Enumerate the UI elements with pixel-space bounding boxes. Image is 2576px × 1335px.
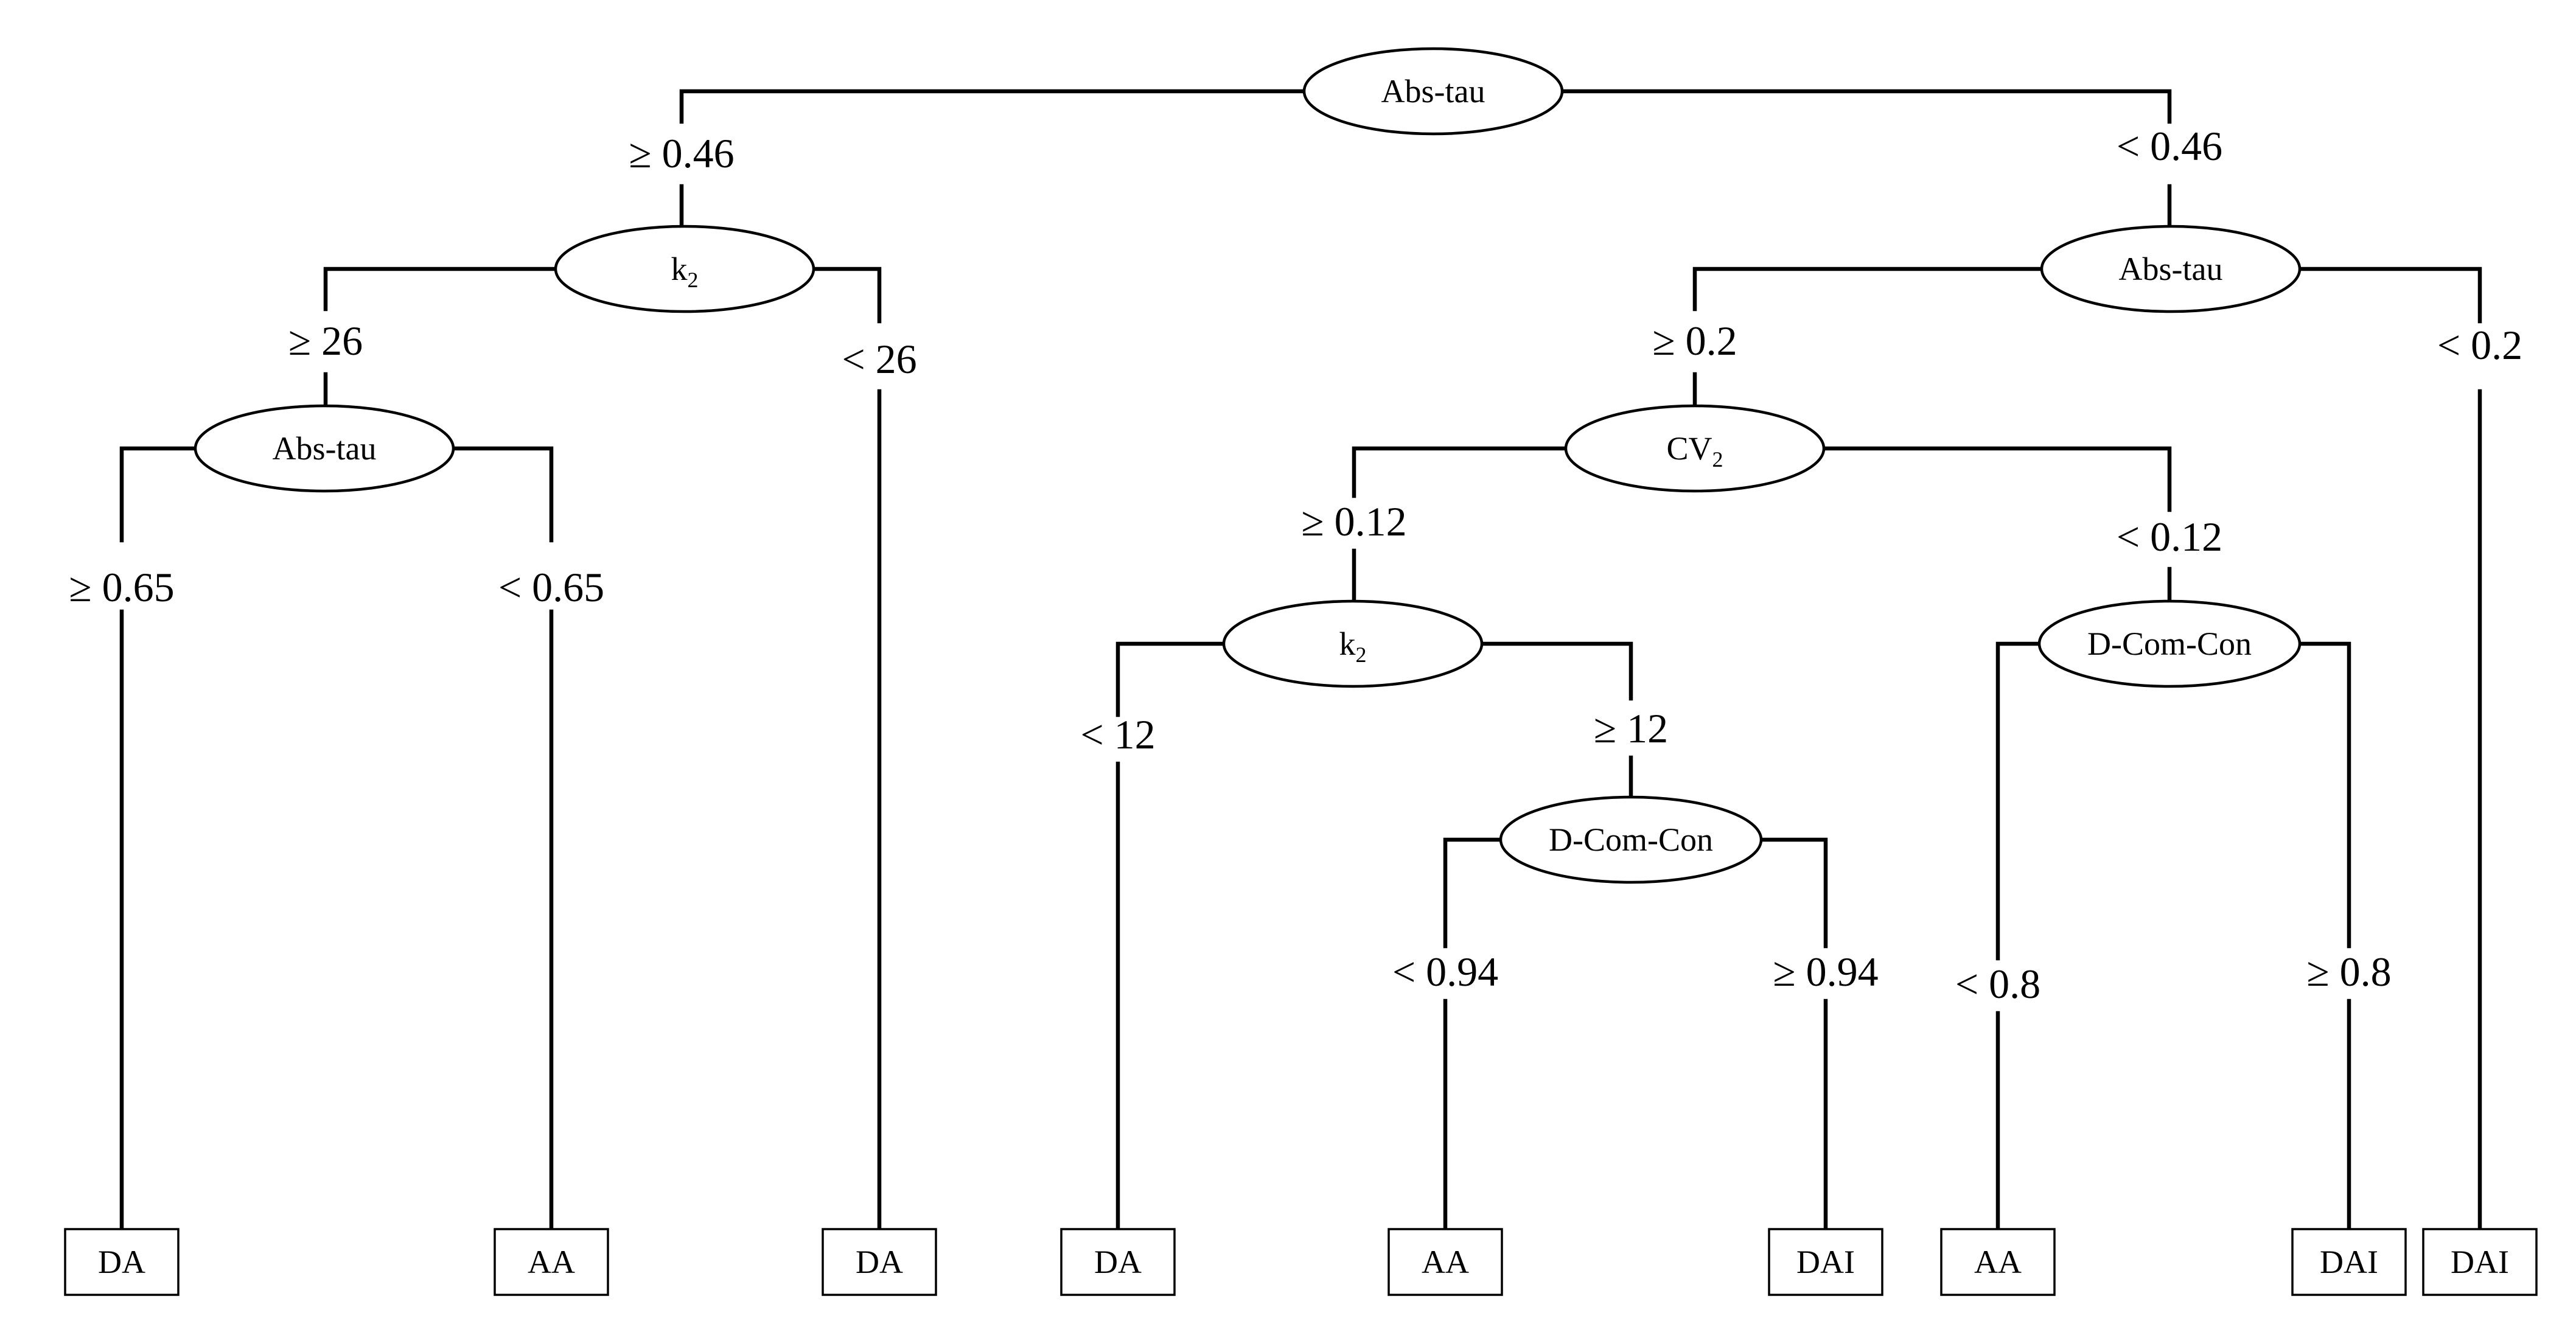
node-d-com-con-middle-label: D-Com-Con xyxy=(1549,821,1713,858)
node-k2-middle-label: k2 xyxy=(1339,626,1367,667)
node-root-label: Abs-tau xyxy=(1381,73,1485,110)
node-cv2: CV2 xyxy=(1564,404,1826,493)
edge-dcc2-left xyxy=(1995,641,2042,961)
node-abs-tau-right: Abs-tau xyxy=(2040,225,2302,313)
node-abs-tau-lower-left-label: Abs-tau xyxy=(273,430,377,467)
leaf-9-label: DAI xyxy=(2451,1244,2509,1280)
node-k2-middle-ellipse xyxy=(1222,599,1484,688)
leaf-4-label: DA xyxy=(1094,1244,1142,1280)
edge-root-left xyxy=(679,89,1311,124)
leaf-3-label: DA xyxy=(856,1244,903,1280)
condition-dcc2-left: < 0.8 xyxy=(1955,961,2040,1007)
edge-dcc2-right xyxy=(2297,641,2351,949)
edge-absc-left xyxy=(1692,267,2045,312)
edge-dcc1-right xyxy=(1758,837,1828,949)
condition-dcc1-left: < 0.94 xyxy=(1392,949,1498,995)
node-k2-left-label: k2 xyxy=(671,251,699,292)
leaf-8-box xyxy=(2291,1228,2407,1296)
edge-k2a-left xyxy=(323,267,559,312)
edge-cv2-right xyxy=(1821,446,2172,512)
node-abs-tau-lower-left-ellipse xyxy=(194,404,455,493)
edge-root-right xyxy=(1555,89,2172,124)
edge-absc-right xyxy=(2297,267,2482,324)
condition-root-left: ≥ 0.46 xyxy=(629,130,734,176)
node-root-ellipse xyxy=(1302,47,1564,136)
leaf-1-label: DA xyxy=(98,1244,145,1280)
edge-k2b-left xyxy=(1115,641,1226,717)
leaf-nodes: DA AA DA DA AA DAI AA DAI xyxy=(64,1228,2538,1296)
leaf-7-box xyxy=(1940,1228,2056,1296)
leaf-7-label: AA xyxy=(1974,1244,2022,1280)
edge-k2b-right xyxy=(1481,641,1633,701)
node-d-com-con-middle-ellipse xyxy=(1499,795,1763,884)
condition-absb-right: < 0.65 xyxy=(498,564,604,610)
condition-k2a-left: ≥ 26 xyxy=(288,318,363,364)
node-abs-tau-right-label: Abs-tau xyxy=(2119,251,2223,287)
leaf-4-box xyxy=(1060,1228,1176,1296)
node-d-com-con-middle: D-Com-Con xyxy=(1499,795,1763,884)
condition-cv2-left: ≥ 0.12 xyxy=(1301,498,1406,545)
node-abs-tau-lower-left: Abs-tau xyxy=(194,404,455,493)
leaf-9: DAI xyxy=(2422,1228,2538,1296)
node-k2-left: k2 xyxy=(554,225,815,313)
node-d-com-con-right: D-Com-Con xyxy=(2037,599,2302,688)
condition-k2b-right: ≥ 12 xyxy=(1594,705,1668,751)
node-cv2-ellipse xyxy=(1564,404,1826,493)
leaf-3-box xyxy=(822,1228,937,1296)
node-d-com-con-right-label: D-Com-Con xyxy=(2087,626,2252,662)
node-k2-left-ellipse xyxy=(554,225,815,313)
edge-cv2-left xyxy=(1352,446,1568,498)
leaf-5-box xyxy=(1387,1228,1503,1296)
edge-dcc1-left xyxy=(1443,837,1503,949)
condition-dcc1-right: ≥ 0.94 xyxy=(1773,949,1878,995)
leaf-7: AA xyxy=(1940,1228,2056,1296)
edge-k2a-right xyxy=(810,267,882,324)
condition-k2a-right: < 26 xyxy=(842,336,916,382)
edge-absb-left xyxy=(119,446,198,543)
leaf-6-label: DAI xyxy=(1796,1244,1855,1280)
leaf-8: DAI xyxy=(2291,1228,2407,1296)
condition-cv2-right: < 0.12 xyxy=(2117,514,2222,560)
condition-absb-left: ≥ 0.65 xyxy=(69,564,174,610)
leaf-5: AA xyxy=(1387,1228,1503,1296)
leaf-1: DA xyxy=(64,1228,180,1296)
leaf-3: DA xyxy=(822,1228,937,1296)
leaf-2-label: AA xyxy=(528,1244,575,1280)
split-conditions: ≥ 0.46 < 0.46 ≥ 26 < 26 ≥ 0.65 < 0.65 ≥ … xyxy=(69,123,2522,1007)
leaf-8-label: DAI xyxy=(2320,1244,2378,1280)
leaf-6-box xyxy=(1768,1228,1883,1296)
node-k2-middle: k2 xyxy=(1222,599,1484,688)
edge-absb-right xyxy=(450,446,554,543)
node-root: Abs-tau xyxy=(1302,47,1564,136)
leaf-5-label: AA xyxy=(1422,1244,1469,1280)
condition-root-right: < 0.46 xyxy=(2117,123,2222,169)
node-cv2-label: CV2 xyxy=(1666,430,1723,472)
leaf-4: DA xyxy=(1060,1228,1176,1296)
leaf-6: DAI xyxy=(1768,1228,1883,1296)
leaf-2: AA xyxy=(494,1228,609,1296)
leaf-2-box xyxy=(494,1228,609,1296)
node-d-com-con-right-ellipse xyxy=(2037,599,2302,688)
tree-edges xyxy=(119,89,2482,1229)
condition-dcc2-right: ≥ 0.8 xyxy=(2306,949,2391,995)
leaf-1-box xyxy=(64,1228,180,1296)
node-abs-tau-right-ellipse xyxy=(2040,225,2302,313)
condition-k2b-left: < 12 xyxy=(1080,711,1155,758)
decision-nodes: Abs-tau k2 Abs-tau Abs-tau CV2 k2 D-Com-… xyxy=(194,47,2302,884)
condition-absc-right: < 0.2 xyxy=(2437,322,2522,368)
leaf-9-box xyxy=(2422,1228,2538,1296)
condition-absc-left: ≥ 0.2 xyxy=(1652,318,1737,364)
